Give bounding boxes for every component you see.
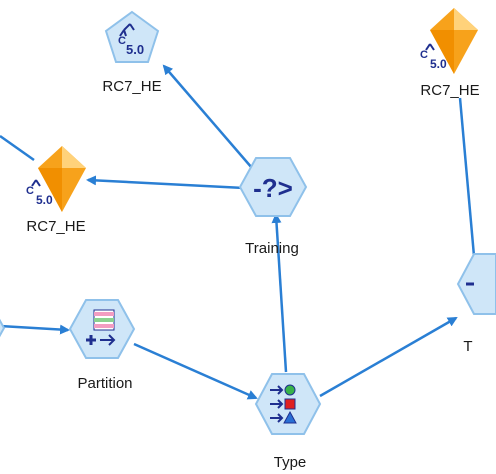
c50-model-nugget-icon: C 5.0 <box>26 146 86 212</box>
svg-text:C: C <box>26 185 34 197</box>
model-node-left[interactable]: C 5.0 <box>22 144 96 216</box>
link-left-edge-to-model-left[interactable] <box>0 134 35 162</box>
model-badge: 5.0 <box>126 42 144 57</box>
c50-model-nugget-icon: C 5.0 <box>420 8 478 74</box>
svg-text:C: C <box>118 35 126 47</box>
link-training-to-model-top[interactable] <box>162 64 253 169</box>
training-label: Training <box>245 240 299 257</box>
link-left-edge-to-partition[interactable] <box>0 324 70 335</box>
c50-model-pentagon-icon: C 5.0 <box>104 10 160 63</box>
edge-right-label: T <box>463 338 473 355</box>
svg-text:C: C <box>420 49 428 61</box>
model-label-right: RC7_HE <box>420 82 480 99</box>
model-node-right[interactable]: C 5.0 <box>418 6 478 80</box>
type-label: Type <box>273 454 307 471</box>
model-badge: 5.0 <box>36 193 53 207</box>
model-badge: 5.0 <box>430 57 447 71</box>
training-glyph: -?> <box>253 173 293 203</box>
type-icon <box>456 253 496 315</box>
type-node[interactable] <box>254 372 322 436</box>
select-output-icon: -?> <box>238 157 308 217</box>
model-label-top: RC7_HE <box>102 78 162 95</box>
edge-left-node[interactable] <box>0 308 6 348</box>
training-node[interactable]: -?> <box>238 156 308 218</box>
link-partition-to-type[interactable] <box>133 342 258 400</box>
partition-node[interactable] <box>68 298 136 360</box>
partition-label: Partition <box>77 375 133 392</box>
link-training-to-model-left[interactable] <box>86 175 245 190</box>
model-node-top[interactable]: C 5.0 <box>104 10 160 64</box>
link-type-to-training[interactable] <box>271 213 288 373</box>
edge-right-node[interactable] <box>456 252 496 316</box>
type-icon <box>254 373 322 435</box>
link-edge-right-to-model-right[interactable] <box>458 97 476 257</box>
node-partial-icon <box>0 318 6 338</box>
link-type-to-edge-right[interactable] <box>319 316 458 398</box>
stream-links <box>0 64 476 400</box>
partition-icon <box>68 299 136 359</box>
model-label-left: RC7_HE <box>26 218 86 235</box>
